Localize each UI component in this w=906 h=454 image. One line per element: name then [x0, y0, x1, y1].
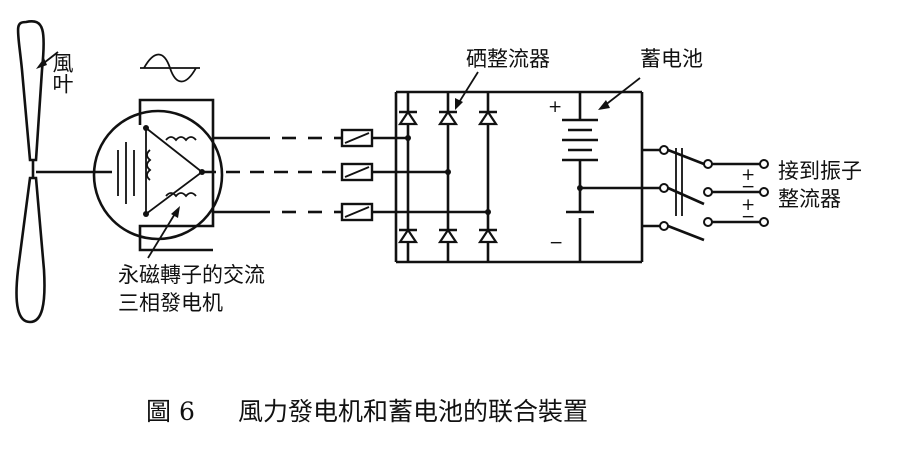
diode-icon — [397, 228, 419, 244]
three-phase-lines — [202, 128, 488, 222]
battery — [562, 77, 642, 262]
generator-label-line1: 永磁轉子的交流 — [118, 263, 265, 287]
diode-icon — [397, 110, 419, 126]
battery-minus-sign: − — [549, 233, 563, 253]
output-label-line2: 整流器 — [778, 187, 841, 211]
diode-icon — [437, 228, 459, 244]
bridge-rectifier — [394, 71, 642, 264]
rectifier-label: 硒整流器 — [466, 47, 550, 71]
diode-icon — [477, 228, 499, 244]
output-plus-sign-2: + — [741, 195, 755, 215]
battery-label: 蓄电池 — [640, 47, 703, 71]
output-switch — [640, 92, 769, 262]
output-minus-sign-2: − — [741, 207, 755, 227]
diode-icon — [437, 110, 459, 126]
figure-caption: 風力發电机和蓄电池的联合裝置 — [238, 397, 588, 426]
generator-label-line2: 三相發电机 — [118, 291, 223, 315]
battery-plus-sign: + — [548, 97, 562, 117]
figure-number: 圖 6 — [146, 397, 195, 426]
output-minus-sign-1: − — [741, 177, 755, 197]
fan-propeller — [15, 19, 59, 324]
output-label-line1: 接到振子 — [778, 159, 862, 183]
fan-blade-label: 風叶 — [50, 52, 74, 94]
output-plus-sign-1: + — [741, 165, 755, 185]
generator — [92, 98, 224, 259]
diode-icon — [477, 110, 499, 126]
